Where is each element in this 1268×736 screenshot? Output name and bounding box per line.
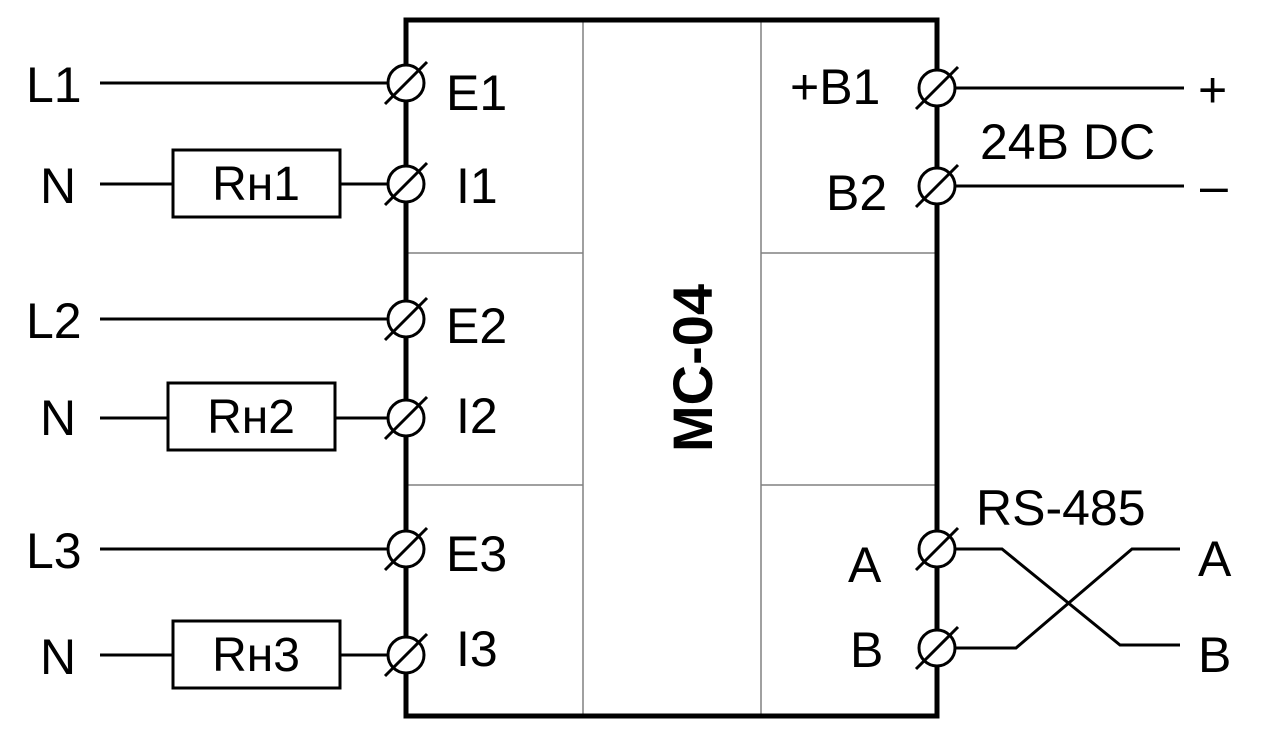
resistor-2-label: Rн2: [207, 391, 295, 444]
screw-terminal-e3-icon: [383, 526, 429, 572]
screw-terminal-i2-icon: [383, 395, 429, 441]
minus-sign: –: [1200, 158, 1228, 214]
resistor-1-body: [171, 148, 342, 219]
screw-terminal-i3-icon: [383, 632, 429, 678]
device-title: MC-04: [661, 284, 724, 452]
terminal-b-label: B: [850, 622, 883, 678]
screw-terminal-a-icon: [914, 526, 960, 572]
device-frame: [403, 17, 940, 719]
wire-rs485-b: [955, 547, 1180, 650]
screw-terminal-b2-icon: [914, 163, 960, 209]
rs485-label: RS-485: [976, 480, 1146, 536]
label-n3: N: [40, 629, 76, 685]
output-b-label: B: [1198, 627, 1231, 683]
terminal-i1-label: I1: [456, 158, 498, 214]
terminal-e3-label: E3: [446, 526, 507, 582]
plus-sign: +: [1198, 62, 1227, 118]
label-l3: L3: [26, 523, 82, 579]
terminal-b1-label: +B1: [790, 59, 880, 115]
terminal-b2-label: B2: [826, 165, 887, 221]
terminal-i2-label: I2: [456, 388, 498, 444]
screw-terminal-b1-icon: [914, 65, 960, 111]
label-l1: L1: [26, 57, 82, 113]
terminal-a-label: A: [848, 537, 882, 593]
resistor-3-body: [171, 619, 342, 690]
terminal-i3-label: I3: [456, 621, 498, 677]
resistor-1-label: Rн1: [212, 158, 300, 211]
screw-terminal-e1-icon: [383, 60, 429, 106]
wire-rs485-a: [955, 547, 1180, 647]
resistor-1: Rн1: [171, 148, 342, 219]
output-a-label: A: [1198, 531, 1232, 587]
terminal-e1-label: E1: [446, 65, 507, 121]
output-wiring: [955, 86, 1184, 650]
label-l2: L2: [26, 293, 82, 349]
resistor-3-label: Rн3: [212, 629, 300, 682]
input-wiring: [100, 81, 388, 657]
screw-terminals: [383, 60, 960, 678]
device-body: MC-04: [403, 17, 940, 719]
label-n1: N: [40, 158, 76, 214]
resistor-2: Rн2: [166, 381, 337, 452]
power-label: 24B DC: [980, 114, 1155, 170]
terminal-e2-label: E2: [446, 298, 507, 354]
screw-terminal-i1-icon: [383, 161, 429, 207]
screw-terminal-b-icon: [914, 625, 960, 671]
screw-terminal-e2-icon: [383, 296, 429, 342]
resistor-3: Rн3: [171, 619, 342, 690]
label-n2: N: [40, 390, 76, 446]
resistor-2-body: [166, 381, 337, 452]
